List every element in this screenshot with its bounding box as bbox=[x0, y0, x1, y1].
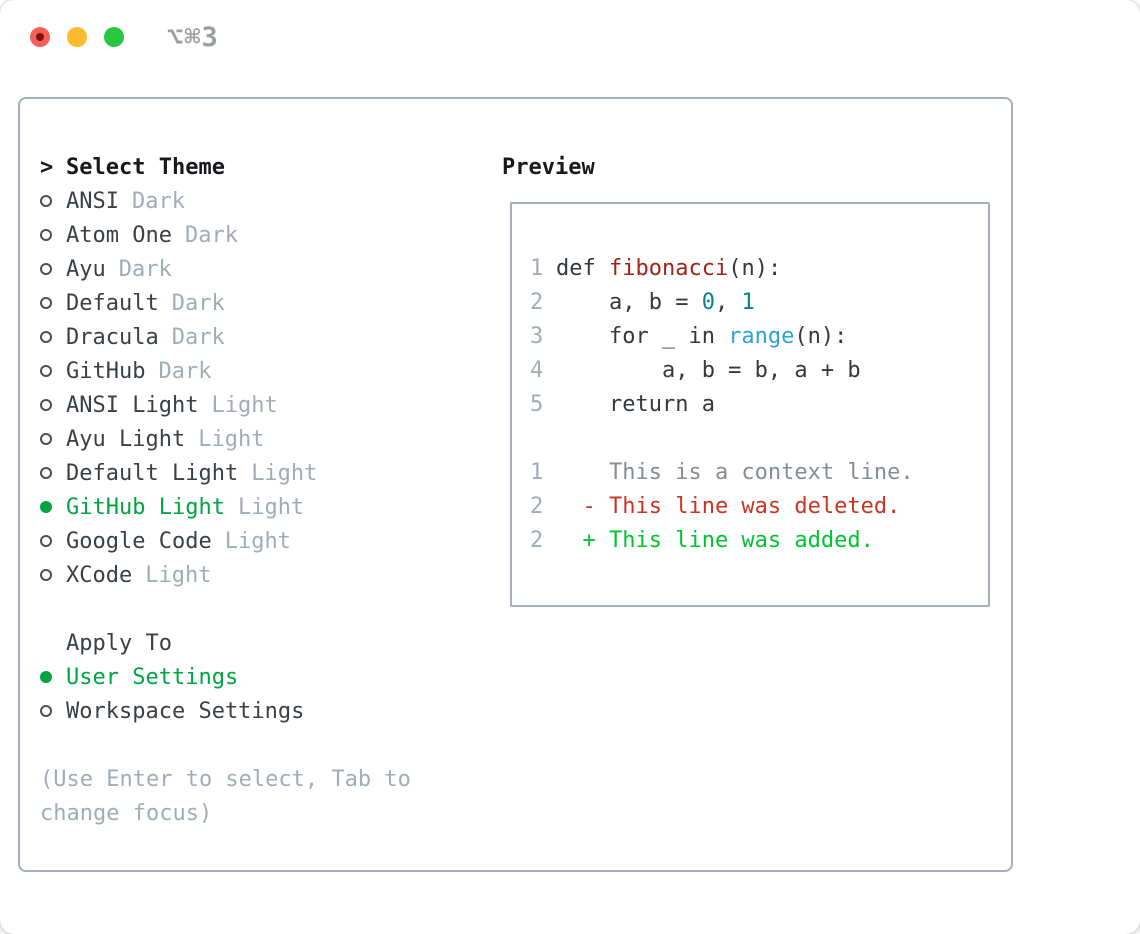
theme-option-github-light[interactable]: GitHub Light Light bbox=[40, 491, 502, 525]
code-line: 5 return a bbox=[530, 388, 988, 422]
theme-type: Light bbox=[224, 529, 291, 554]
apply-option-label: User Settings bbox=[66, 665, 239, 690]
radio-selected-icon bbox=[40, 661, 66, 695]
diff-deleted-line: 2 - This line was deleted. bbox=[530, 490, 988, 524]
line-number: 3 bbox=[530, 324, 544, 349]
number-token: 0 bbox=[701, 290, 715, 315]
number-token: 1 bbox=[741, 290, 755, 315]
builtin-token: range bbox=[728, 324, 795, 349]
theme-name: XCode bbox=[66, 563, 133, 588]
theme-option-xcode[interactable]: XCode Light bbox=[40, 559, 502, 593]
theme-name: ANSI Light bbox=[66, 393, 199, 418]
theme-type: Light bbox=[145, 563, 212, 588]
theme-name: ANSI bbox=[66, 189, 119, 214]
title-bar: ⌥⌘3 bbox=[0, 0, 1140, 97]
keyboard-hint: (Use Enter to select, Tab to change focu… bbox=[40, 763, 502, 831]
radio-icon bbox=[40, 525, 66, 559]
theme-option-github-dark[interactable]: GitHub Dark bbox=[40, 355, 502, 389]
select-theme-label: Select Theme bbox=[66, 155, 225, 180]
radio-icon bbox=[40, 423, 66, 457]
minimize-button[interactable] bbox=[67, 27, 87, 47]
theme-type: Dark bbox=[131, 189, 185, 214]
theme-type: Light bbox=[251, 461, 318, 486]
apply-to-label: Apply To bbox=[66, 631, 172, 656]
theme-option-default-light[interactable]: Default Light Light bbox=[40, 457, 502, 491]
theme-type: Dark bbox=[118, 257, 172, 282]
radio-icon bbox=[40, 559, 66, 593]
theme-option-ansi-dark[interactable]: ANSI Dark bbox=[40, 185, 502, 219]
select-theme-header: > Select Theme bbox=[40, 151, 502, 185]
theme-option-google-code[interactable]: Google Code Light bbox=[40, 525, 502, 559]
radio-icon bbox=[40, 389, 66, 423]
line-number: 5 bbox=[530, 392, 544, 417]
radio-icon bbox=[40, 457, 66, 491]
theme-name: Atom One bbox=[66, 223, 172, 248]
radio-icon bbox=[40, 695, 66, 729]
radio-icon bbox=[40, 253, 66, 287]
theme-name: Google Code bbox=[66, 529, 212, 554]
line-number: 2 bbox=[530, 290, 544, 315]
window-title: ⌥⌘3 bbox=[167, 22, 219, 53]
radio-icon bbox=[40, 219, 66, 253]
preview-label: Preview bbox=[502, 155, 595, 180]
line-number: 1 bbox=[530, 460, 544, 485]
radio-selected-icon bbox=[40, 491, 66, 525]
apply-to-header: Apply To bbox=[40, 627, 502, 661]
theme-option-ayu-dark[interactable]: Ayu Dark bbox=[40, 253, 502, 287]
apply-option-user-settings[interactable]: User Settings bbox=[40, 661, 502, 695]
apply-option-label: Workspace Settings bbox=[66, 699, 305, 724]
code-line: 4 a, b = b, a + b bbox=[530, 354, 988, 388]
theme-option-atom-one-dark[interactable]: Atom One Dark bbox=[40, 219, 502, 253]
theme-option-dracula-dark[interactable]: Dracula Dark bbox=[40, 321, 502, 355]
radio-icon bbox=[40, 321, 66, 355]
line-number: 4 bbox=[530, 358, 544, 383]
theme-name: Default bbox=[66, 291, 159, 316]
line-number: 2 bbox=[530, 494, 544, 519]
theme-option-ayu-light[interactable]: Ayu Light Light bbox=[40, 423, 502, 457]
theme-type: Dark bbox=[184, 223, 238, 248]
diff-added-line: 2 + This line was added. bbox=[530, 524, 988, 558]
theme-type: Dark bbox=[158, 359, 212, 384]
line-number: 1 bbox=[530, 256, 544, 281]
radio-icon bbox=[40, 287, 66, 321]
theme-type: Light bbox=[237, 495, 305, 520]
close-button[interactable] bbox=[30, 27, 50, 47]
theme-option-ansi-light[interactable]: ANSI Light Light bbox=[40, 389, 502, 423]
zoom-button[interactable] bbox=[104, 27, 124, 47]
code-line: 3 for _ in range(n): bbox=[530, 320, 988, 354]
apply-option-workspace-settings[interactable]: Workspace Settings bbox=[40, 695, 502, 729]
function-name-token: fibonacci bbox=[608, 256, 729, 281]
theme-name: Default Light bbox=[66, 461, 239, 486]
theme-type: Light bbox=[198, 427, 265, 452]
diff-context-line: 1 This is a context line. bbox=[530, 456, 988, 490]
code-line: 2 a, b = 0, 1 bbox=[530, 286, 988, 320]
radio-icon bbox=[40, 185, 66, 219]
theme-name: GitHub bbox=[66, 359, 146, 384]
theme-option-default-dark[interactable]: Default Dark bbox=[40, 287, 502, 321]
theme-name: Dracula bbox=[66, 325, 159, 350]
theme-name: Ayu Light bbox=[66, 427, 186, 452]
radio-icon bbox=[40, 355, 66, 389]
hint-line: (Use Enter to select, Tab to bbox=[40, 767, 411, 792]
cursor-chevron-icon: > bbox=[40, 155, 54, 180]
hint-line: change focus) bbox=[40, 801, 213, 826]
line-number: 2 bbox=[530, 528, 544, 553]
theme-type: Dark bbox=[171, 325, 225, 350]
theme-type: Dark bbox=[171, 291, 225, 316]
theme-name: GitHub Light bbox=[66, 495, 225, 520]
theme-name: Ayu bbox=[66, 257, 106, 282]
code-line-blank bbox=[530, 422, 988, 456]
theme-type: Light bbox=[211, 393, 278, 418]
